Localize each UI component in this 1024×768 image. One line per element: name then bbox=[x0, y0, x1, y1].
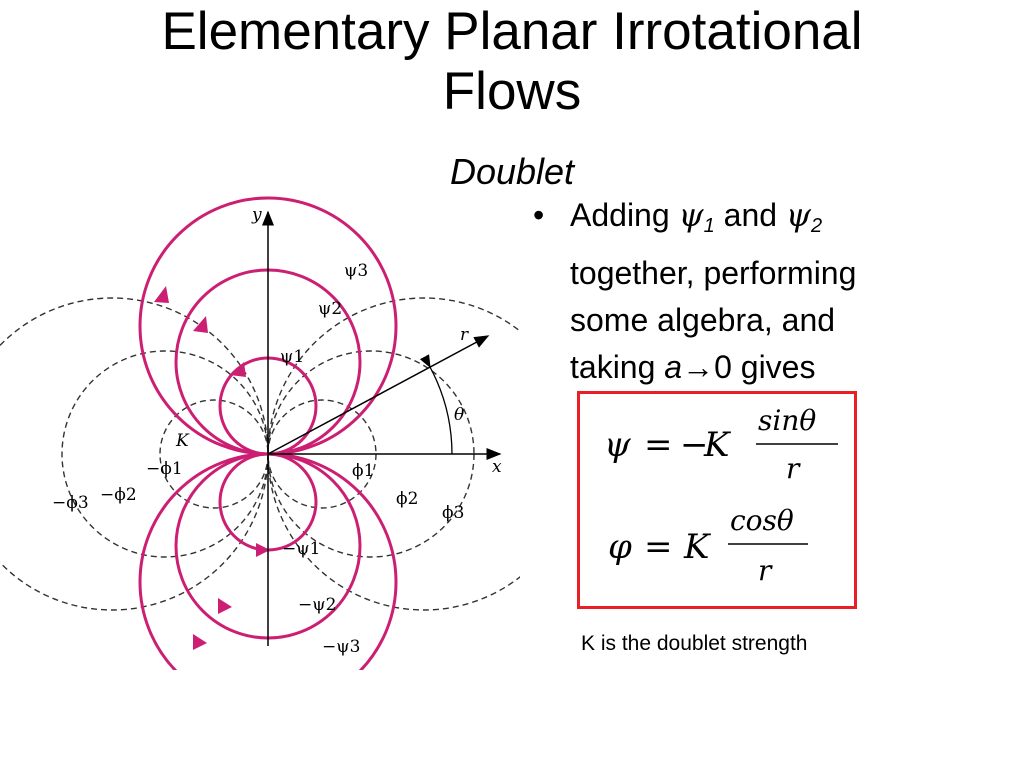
psi-symbol-1: ψ bbox=[678, 196, 704, 234]
bullet-line-3: some algebra, and bbox=[570, 302, 836, 338]
K-label: K bbox=[175, 431, 190, 451]
psi-subscript-2: 2 bbox=[811, 215, 823, 237]
arrow-psi3-top bbox=[154, 286, 169, 303]
limit-arrow: → bbox=[682, 349, 715, 385]
phi3-circle-left bbox=[0, 297, 269, 611]
bullet-line-2: together, performing bbox=[570, 255, 857, 291]
eq1-minus: − bbox=[680, 425, 709, 465]
bullet-dot: • bbox=[533, 197, 545, 233]
bullet-text: Adding ψ1 and ψ2 together, performing so… bbox=[570, 192, 950, 391]
r-label: r bbox=[460, 325, 469, 345]
bullet-line-4: taking a→0 gives bbox=[570, 344, 950, 391]
doublet-flow-figure: y x r θ K ψ3 ψ2 ψ1 −ψ1 −ψ2 −ψ3 ϕ1 ϕ2 ϕ3 … bbox=[0, 196, 520, 670]
neg-phi3-label: −ϕ3 bbox=[52, 493, 89, 513]
equation-box: ψ = − K sinθ r φ = K cosθ r bbox=[577, 391, 857, 609]
bullet-line-1: Adding ψ1 and ψ2 bbox=[570, 192, 950, 250]
a-symbol: a bbox=[664, 349, 683, 385]
streamline-arrows bbox=[154, 286, 270, 650]
psi1-label: ψ1 bbox=[280, 347, 304, 367]
phi2-circle-left bbox=[61, 350, 269, 558]
psi3-label: ψ3 bbox=[344, 261, 368, 281]
doublet-strength-caption: K is the doublet strength bbox=[581, 632, 808, 655]
figure-labels: y x r θ K ψ3 ψ2 ψ1 −ψ1 −ψ2 −ψ3 ϕ1 ϕ2 ϕ3 … bbox=[52, 205, 502, 657]
y-axis-label: y bbox=[251, 205, 262, 225]
eq2-K: K bbox=[683, 527, 712, 567]
and-text: and bbox=[714, 197, 786, 233]
neg-phi1-label: −ϕ1 bbox=[146, 459, 183, 479]
neg-psi3-label: −ψ3 bbox=[322, 637, 360, 657]
slide-title: Elementary Planar Irrotational Flows bbox=[0, 2, 1024, 122]
arrow-psi2-top bbox=[193, 316, 208, 333]
eq2-numerator: cosθ bbox=[730, 504, 794, 537]
eq1-equals: = bbox=[644, 425, 673, 465]
adding-text: Adding bbox=[570, 197, 679, 233]
equations: ψ = − K sinθ r φ = K cosθ r bbox=[604, 404, 838, 587]
zero-gives-text: 0 gives bbox=[714, 349, 816, 385]
x-axis-label: x bbox=[492, 457, 502, 477]
phi3-label: ϕ3 bbox=[442, 503, 464, 523]
title-line-2: Flows bbox=[442, 62, 582, 121]
psi-symbol-2: ψ bbox=[785, 196, 812, 234]
eq1-K: K bbox=[703, 425, 732, 465]
neg-psi1-label: −ψ1 bbox=[282, 539, 320, 559]
phi3-circle-right bbox=[267, 297, 520, 611]
eq1-lhs: ψ bbox=[604, 425, 631, 465]
taking-text: taking bbox=[570, 349, 665, 385]
arrow-psi2-bottom bbox=[218, 598, 232, 614]
phi1-label: ϕ1 bbox=[352, 461, 374, 481]
theta-label: θ bbox=[454, 405, 464, 425]
arrow-psi1-bottom bbox=[256, 543, 270, 557]
neg-phi2-label: −ϕ2 bbox=[100, 485, 137, 505]
psi2-label: ψ2 bbox=[318, 299, 342, 319]
slide-subtitle: Doublet bbox=[449, 151, 575, 192]
eq2-equals: = bbox=[644, 527, 673, 567]
title-line-1: Elementary Planar Irrotational bbox=[161, 2, 863, 61]
arrow-psi1-top bbox=[230, 362, 246, 377]
eq2-lhs: φ bbox=[608, 527, 632, 567]
arrow-psi3-bottom bbox=[193, 634, 207, 650]
psi-subscript-1: 1 bbox=[703, 215, 715, 237]
eq2-denominator: r bbox=[758, 554, 773, 587]
eq1-numerator: sinθ bbox=[758, 404, 816, 437]
neg-psi2-label: −ψ2 bbox=[298, 595, 336, 615]
phi2-label: ϕ2 bbox=[396, 489, 418, 509]
r-ray bbox=[267, 335, 490, 455]
eq1-denominator: r bbox=[786, 452, 801, 485]
theta-arc bbox=[419, 354, 453, 455]
